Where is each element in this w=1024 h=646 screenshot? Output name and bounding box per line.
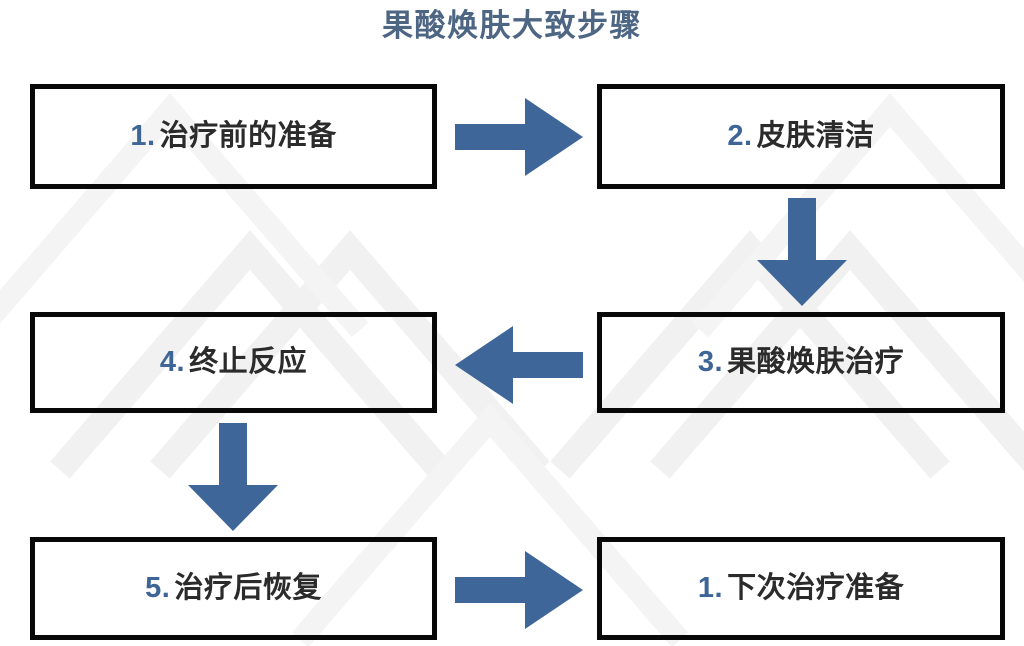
arrow-down-icon-step2-to-step3 (757, 198, 847, 306)
step-box-6[interactable]: 1.下次治疗准备 (597, 537, 1005, 640)
arrow-right-icon-step1-to-step2 (455, 98, 583, 176)
step-number-5: 5. (145, 572, 171, 604)
step-label-2: 2.皮肤清洁 (727, 122, 874, 151)
step-label-1: 1.治疗前的准备 (130, 122, 336, 151)
step-box-1[interactable]: 1.治疗前的准备 (30, 84, 437, 189)
step-label-6: 1.下次治疗准备 (698, 574, 904, 603)
step-text-5: 治疗后恢复 (174, 572, 322, 604)
step-box-5[interactable]: 5.治疗后恢复 (30, 537, 437, 640)
step-number-2: 2. (727, 120, 753, 152)
step-number-3: 3. (697, 346, 724, 378)
step-text-3: 果酸焕肤治疗 (727, 346, 905, 378)
step-number-4: 4. (159, 346, 186, 378)
step-text-2: 皮肤清洁 (756, 120, 875, 152)
step-box-4[interactable]: 4.终止反应 (30, 312, 437, 413)
step-number-1: 1. (130, 120, 156, 152)
step-text-4: 终止反应 (189, 346, 308, 378)
arrow-right-icon-step5-to-step6 (455, 551, 583, 629)
step-box-2[interactable]: 2.皮肤清洁 (597, 84, 1005, 189)
arrow-left-icon-step3-to-step4 (455, 326, 583, 404)
arrow-down-icon-step4-to-step5 (188, 423, 278, 531)
step-label-5: 5.治疗后恢复 (145, 574, 322, 603)
step-box-3[interactable]: 3.果酸焕肤治疗 (597, 312, 1005, 413)
step-number-6: 1. (697, 572, 724, 604)
step-label-4: 4.终止反应 (160, 348, 307, 377)
page-title: 果酸焕肤大致步骤 (382, 8, 642, 43)
step-label-3: 3.果酸焕肤治疗 (698, 348, 904, 377)
step-text-6: 下次治疗准备 (727, 572, 905, 604)
step-text-1: 治疗前的准备 (159, 120, 337, 152)
